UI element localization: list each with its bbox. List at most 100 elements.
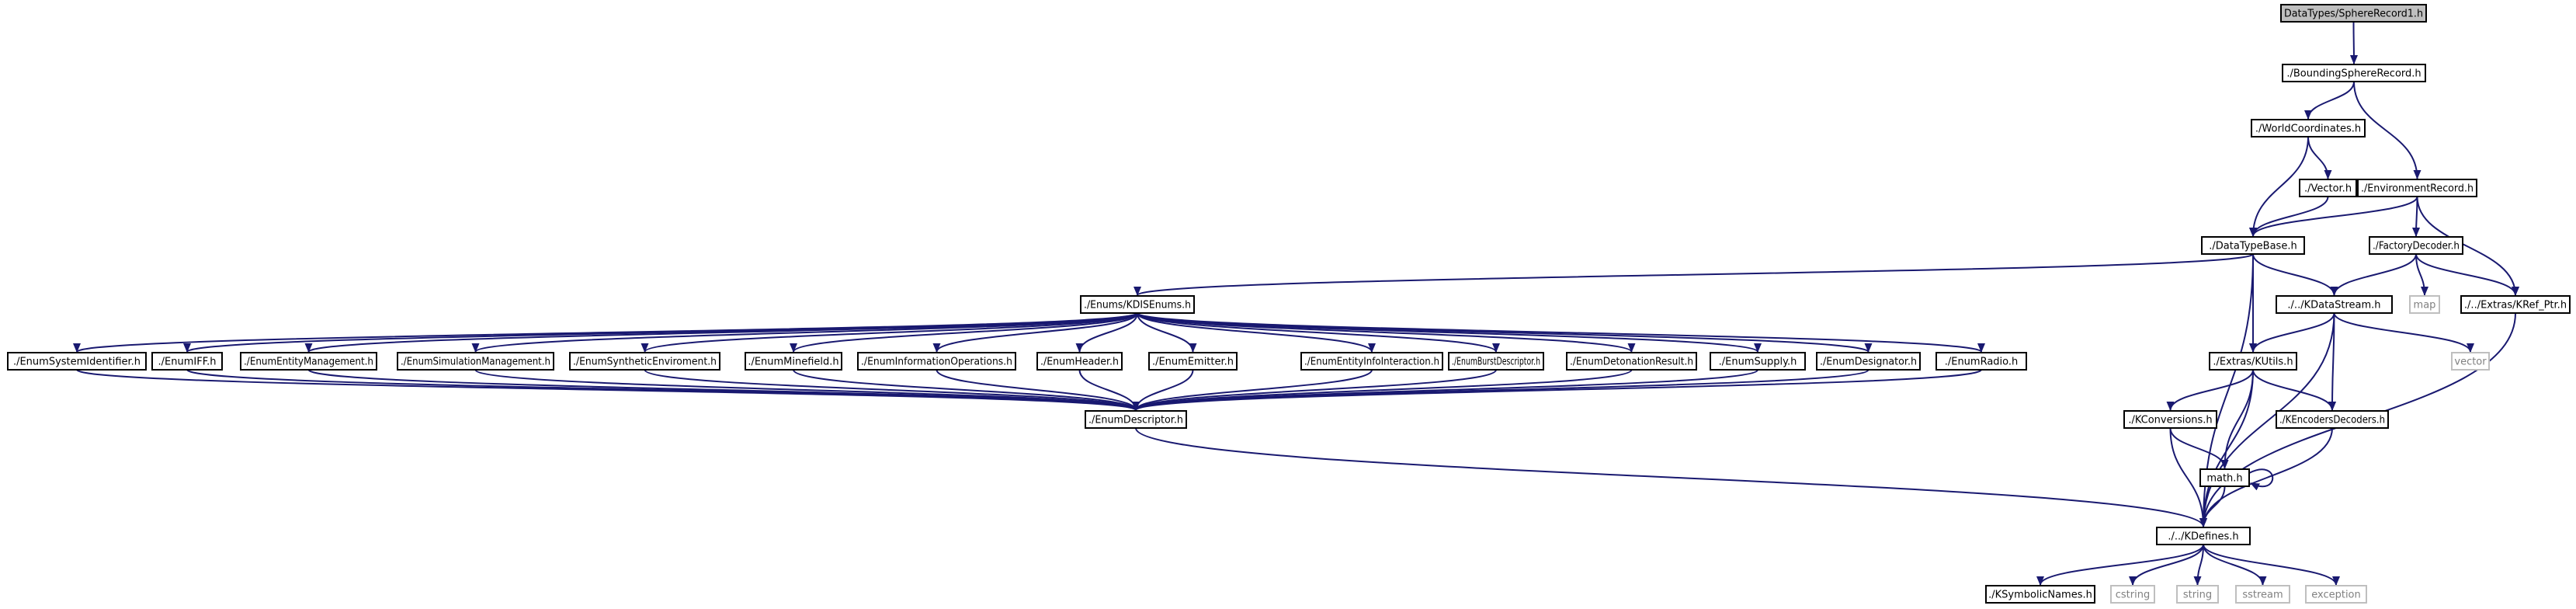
edge-e6-to-ed	[793, 369, 1140, 411]
edge-kc-to-math	[2169, 427, 2229, 469]
node-ds[interactable]: ./../KDataStream.h	[2276, 295, 2393, 314]
node-fd[interactable]: ./FactoryDecoder.h	[2369, 236, 2463, 255]
edge-kdis-to-e8	[1075, 312, 1138, 353]
edge-e3-to-ed	[307, 369, 1140, 411]
node-kdis[interactable]: ./Enums/KDISEnums.h	[1080, 295, 1195, 314]
node-e5[interactable]: ./EnumSyntheticEnviroment.h	[569, 352, 720, 371]
node-e15[interactable]: ./EnumRadio.h	[1935, 352, 2027, 371]
node-dtb[interactable]: ./DataTypeBase.h	[2201, 236, 2305, 255]
node-wc[interactable]: ./WorldCoordinates.h	[2251, 119, 2366, 137]
node-box-kref	[2460, 295, 2571, 314]
node-e2[interactable]: ./EnumIFF.h	[151, 352, 223, 371]
node-box-e8	[1036, 352, 1123, 371]
node-box-string	[2176, 585, 2219, 604]
node-box-bsr	[2282, 64, 2426, 82]
edge-e10-to-ed	[1132, 369, 1373, 411]
node-label-dtb: ./DataTypeBase.h	[2209, 241, 2297, 252]
edge-kdef-to-cstring	[2129, 544, 2204, 586]
node-ku[interactable]: ./Extras/KUtils.h	[2209, 352, 2297, 371]
edge-er-to-kref	[2416, 196, 2519, 296]
edge-ed-to-kdef	[1135, 427, 2207, 527]
node-label-vec: ./Vector.h	[2304, 183, 2352, 195]
edge-ku-to-ked	[2252, 369, 2336, 411]
node-exception: exception	[2305, 585, 2367, 604]
node-label-ksym: ./KSymbolicNames.h	[1988, 590, 2092, 601]
edge-fd-to-ds	[2330, 253, 2417, 296]
edge-ku-to-math	[2220, 369, 2254, 469]
node-label-ed: ./EnumDescriptor.h	[1088, 415, 1183, 426]
edge-kdef-to-ksym	[2036, 544, 2204, 586]
node-label-e14: ./EnumDesignator.h	[1820, 357, 1917, 368]
node-e3[interactable]: ./EnumEntityManagement.h	[240, 352, 377, 371]
node-box-vector	[2451, 352, 2490, 371]
node-label-e10: ./EnumEntityInfoInteraction.h	[1304, 357, 1439, 368]
node-e8[interactable]: ./EnumHeader.h	[1036, 352, 1123, 371]
edge-e15-to-ed	[1132, 369, 1982, 411]
node-box-ked	[2276, 410, 2389, 429]
node-box-root	[2280, 4, 2427, 23]
node-sstream: sstream	[2235, 585, 2290, 604]
node-label-e5: ./EnumSyntheticEnviroment.h	[573, 357, 717, 368]
node-ed[interactable]: ./EnumDescriptor.h	[1085, 410, 1187, 429]
node-ked[interactable]: ./KEncodersDecoders.h	[2276, 410, 2389, 429]
node-label-ku: ./Extras/KUtils.h	[2213, 357, 2293, 368]
node-box-kc	[2123, 410, 2217, 429]
node-bsr[interactable]: ./BoundingSphereRecord.h	[2282, 64, 2426, 82]
edge-wc-to-dtb	[2249, 136, 2309, 237]
node-label-e13: ./EnumSupply.h	[1719, 357, 1797, 368]
node-label-cstring: cstring	[2116, 590, 2150, 601]
edge-ds-to-kdef	[2199, 312, 2335, 527]
node-string: string	[2176, 585, 2219, 604]
node-label-root: DataTypes/SphereRecord1.h	[2284, 9, 2423, 20]
node-label-sstream: sstream	[2242, 590, 2283, 601]
edge-kdis-to-e10	[1137, 312, 1376, 353]
edge-e12-to-ed	[1132, 369, 1633, 411]
edge-kdis-to-e15	[1137, 312, 1985, 353]
node-vec[interactable]: ./Vector.h	[2299, 179, 2357, 197]
nodes-layer: DataTypes/SphereRecord1.h ./BoundingSpher…	[7, 4, 2571, 604]
edge-kdis-to-e4	[471, 312, 1138, 353]
node-e4[interactable]: ./EnumSimulationManagement.h	[397, 352, 554, 371]
node-e9[interactable]: ./EnumEmitter.h	[1148, 352, 1238, 371]
node-box-kdis	[1080, 295, 1195, 314]
edge-ku-to-kc	[2166, 369, 2254, 411]
node-label-kc: ./KConversions.h	[2128, 415, 2212, 426]
edge-ds-to-ked	[2328, 312, 2337, 411]
edge-fd-to-map	[2415, 253, 2428, 296]
node-kdef[interactable]: ./../KDefines.h	[2156, 527, 2251, 545]
edge-e4-to-ed	[474, 369, 1140, 411]
edge-kdef-to-string	[2193, 544, 2204, 586]
node-ksym[interactable]: ./KSymbolicNames.h	[1985, 585, 2095, 604]
node-label-e8: ./EnumHeader.h	[1040, 357, 1119, 368]
node-box-er	[2357, 179, 2477, 197]
node-label-fd: ./FactoryDecoder.h	[2373, 241, 2460, 252]
edge-kdis-to-e7	[932, 312, 1138, 353]
edge-e13-to-ed	[1132, 369, 1758, 411]
node-er[interactable]: ./EnvironmentRecord.h	[2357, 179, 2477, 197]
node-label-wc: ./WorldCoordinates.h	[2255, 124, 2361, 135]
node-e7[interactable]: ./EnumInformationOperations.h	[857, 352, 1016, 371]
node-box-dtb	[2201, 236, 2305, 255]
node-label-exception: exception	[2311, 590, 2361, 601]
node-e6[interactable]: ./EnumMinefield.h	[745, 352, 842, 371]
node-label-bsr: ./BoundingSphereRecord.h	[2286, 68, 2421, 80]
node-e14[interactable]: ./EnumDesignator.h	[1816, 352, 1921, 371]
node-e13[interactable]: ./EnumSupply.h	[1710, 352, 1806, 371]
node-e10[interactable]: ./EnumEntityInfoInteraction.h	[1300, 352, 1443, 371]
node-box-wc	[2251, 119, 2366, 137]
edge-kdef-to-sstream	[2203, 544, 2267, 586]
node-kref[interactable]: ./../Extras/KRef_Ptr.h	[2460, 295, 2571, 314]
edge-math-to-kdef	[2199, 485, 2226, 527]
node-label-e15: ./EnumRadio.h	[1945, 357, 2019, 368]
node-box-ds	[2276, 295, 2393, 314]
node-e12[interactable]: ./EnumDetonationResult.h	[1566, 352, 1697, 371]
node-math[interactable]: math.h	[2199, 468, 2250, 487]
node-e1[interactable]: ./EnumSystemIdentifier.h	[7, 352, 147, 371]
node-e11[interactable]: ./EnumBurstDescriptor.h	[1448, 352, 1544, 371]
node-kc[interactable]: ./KConversions.h	[2123, 410, 2217, 429]
node-cstring: cstring	[2110, 585, 2155, 604]
edge-kdis-to-e5	[641, 312, 1138, 353]
node-box-e9	[1148, 352, 1238, 371]
node-box-vec	[2299, 179, 2357, 197]
